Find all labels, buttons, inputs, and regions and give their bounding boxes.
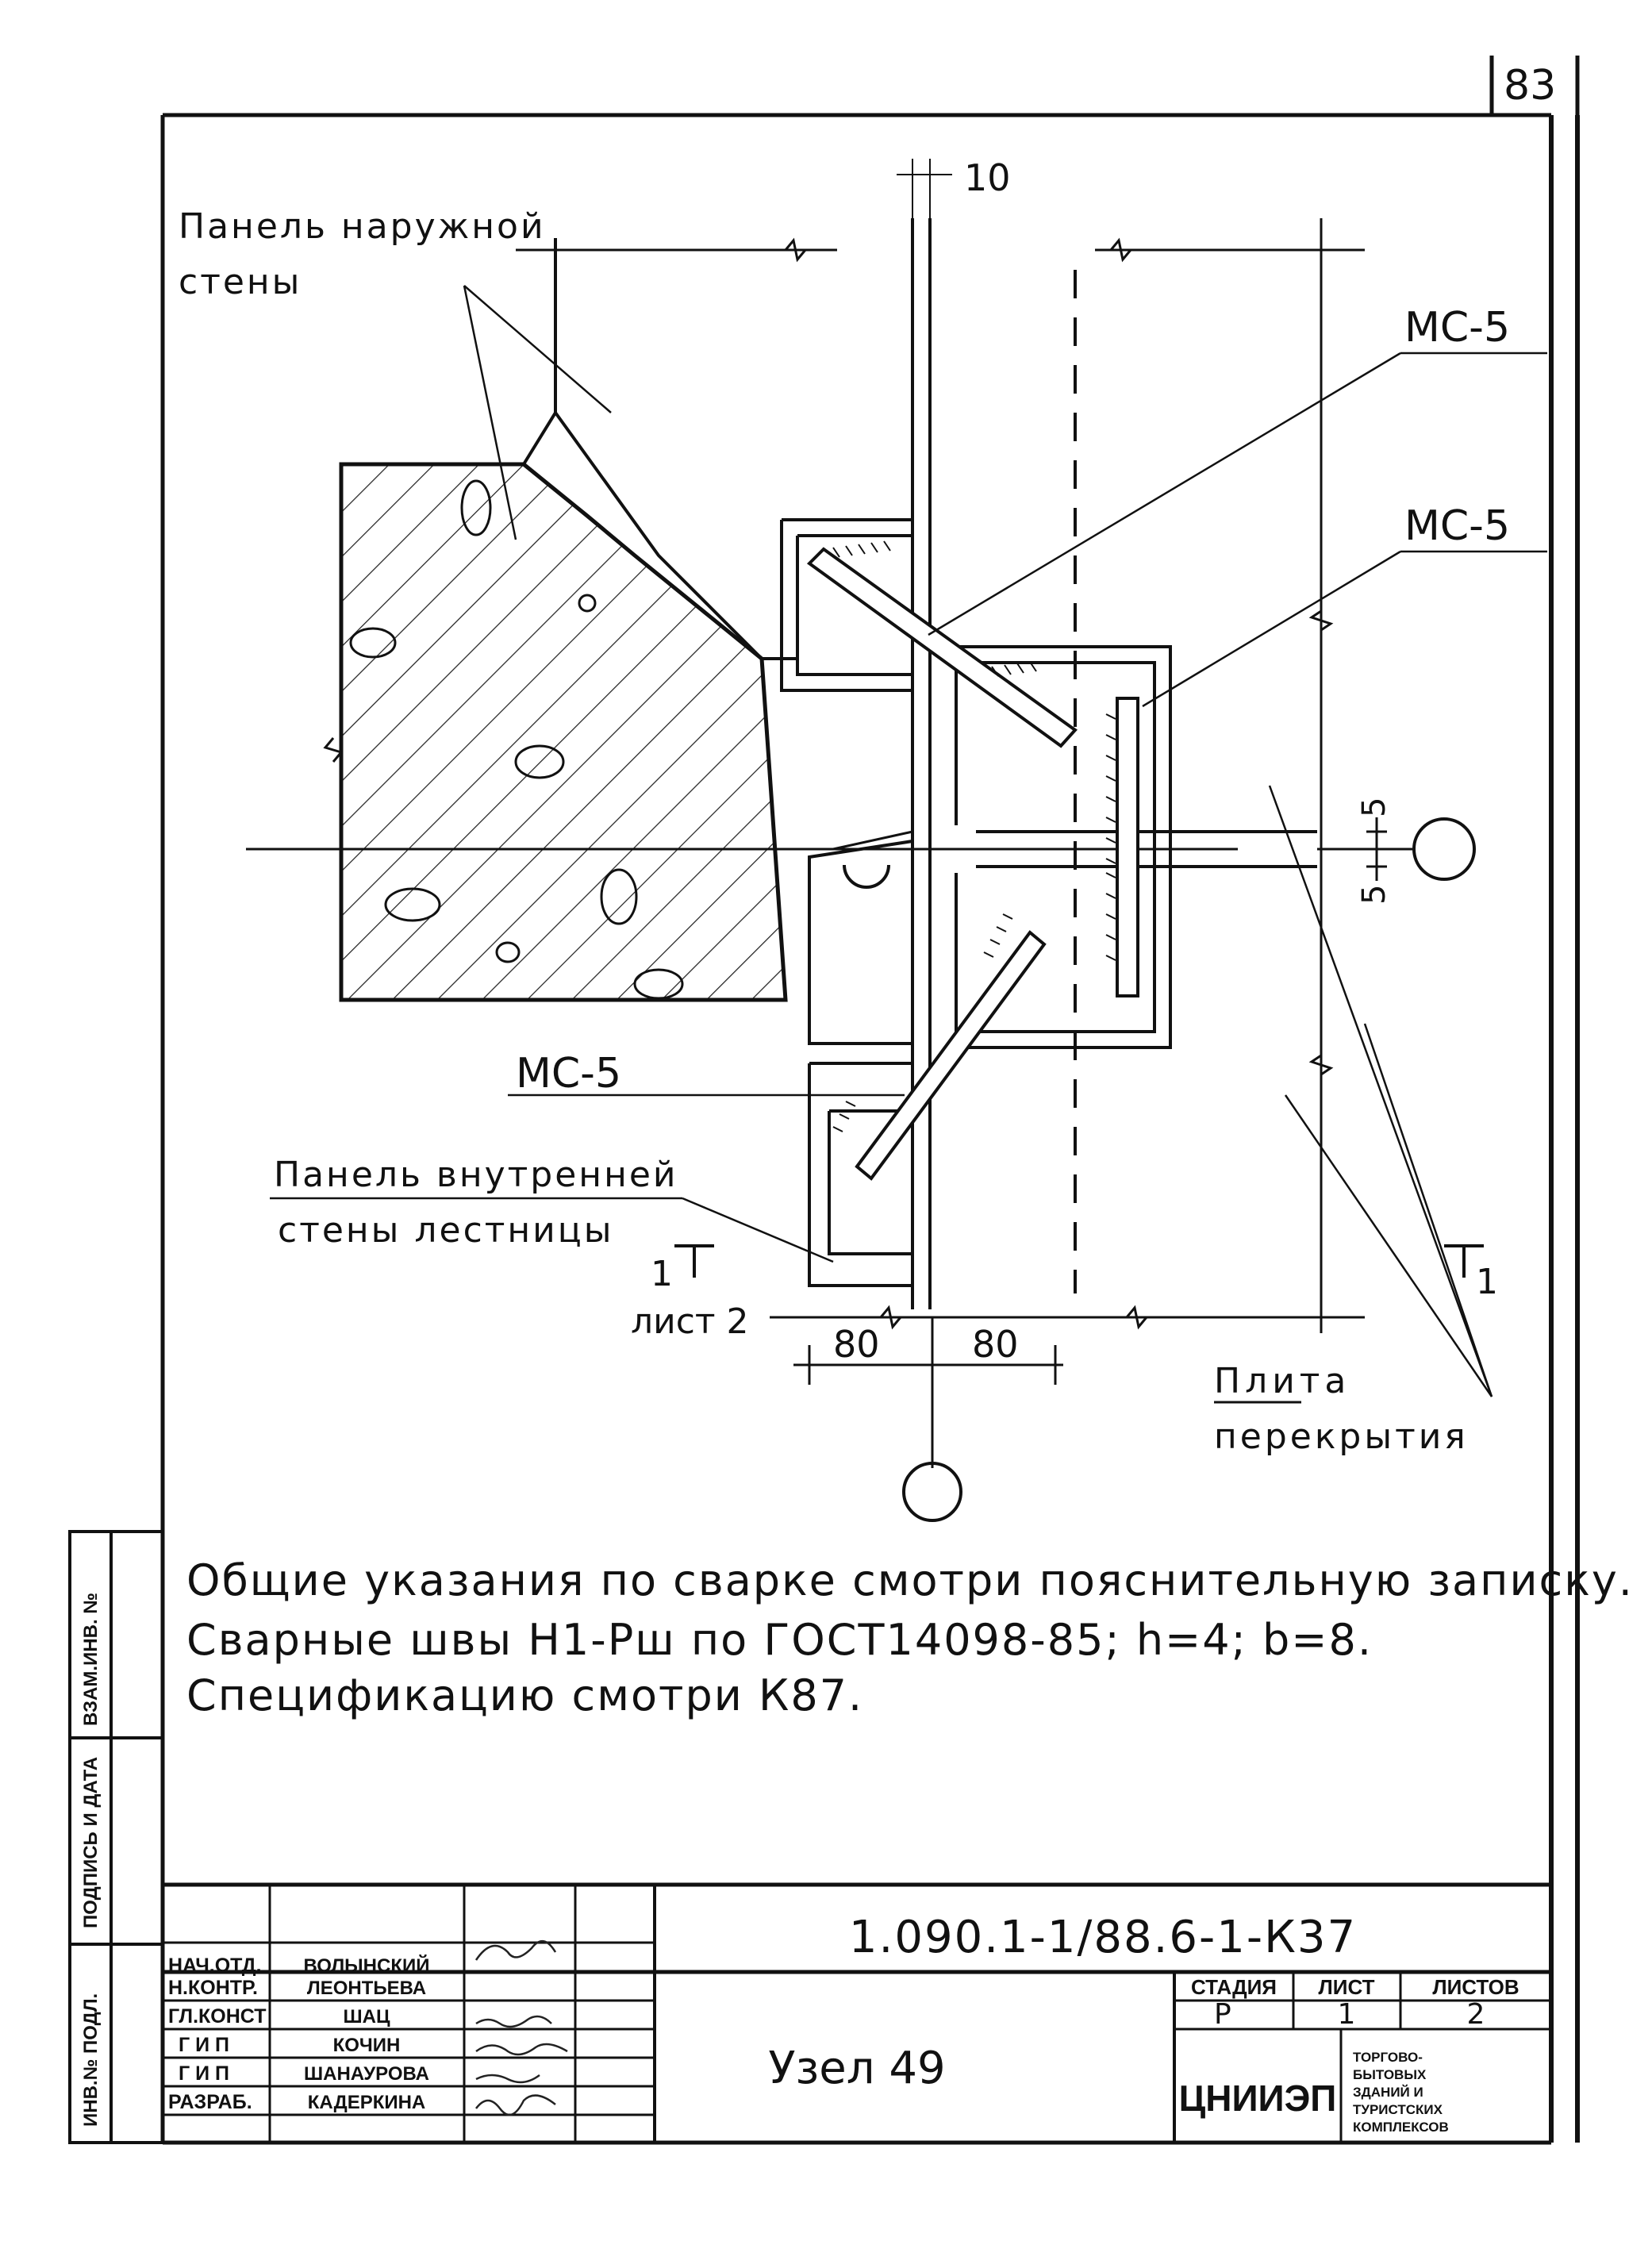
connector-bar-lower [832,913,1047,1181]
connector-bar-vertical [1105,697,1139,997]
inner-panel-label-1: Панель внутренней [274,1155,678,1195]
connector-bar-top [806,540,1078,748]
dim-gap: 10 [964,156,1011,199]
slab-label-2: перекрытия [1214,1416,1469,1457]
role-2: ГЛ.КОНСТ [168,2005,267,2028]
sheet-title: Узел 49 [768,2043,945,2094]
org-desc-2: БЫТОВЫХ [1353,2067,1427,2082]
name-1: ЛЕОНТЬЕВА [307,1978,426,1999]
sheets-value: 2 [1467,1998,1485,2031]
sheet-frame [160,56,1580,2145]
page-number: 83 [1504,62,1556,110]
section-left-sheet: лист 2 [631,1301,749,1342]
outer-panel-label-2: стены [179,262,302,302]
section-left-number: 1 [651,1254,673,1294]
outer-panel-contour [554,411,797,660]
name-3: КОЧИН [333,2035,401,2056]
org-desc-4: ТУРИСТСКИХ [1353,2102,1443,2117]
org-name: ЦНИИЭП [1179,2078,1337,2119]
slab-label-1: Плита [1214,1361,1350,1401]
role-1: Н.КОНТР. [168,1977,258,1999]
org-desc-5: КОМПЛЕКСОВ [1353,2120,1449,2135]
side-stamp-cell-3: ИНВ.№ ПОДЛ. [80,1993,102,2127]
role-5: РАЗРАБ. [168,2091,252,2113]
sheet-value: 1 [1338,1998,1356,2031]
name-5: КАДЕРКИНА [308,2092,426,2113]
dim-right-top: 5 [1356,798,1393,817]
side-stamp [68,1530,164,2144]
mc5-mid-label: МС-5 [1404,502,1510,550]
name-2: ШАЦ [344,2006,390,2028]
stage-value: Р [1214,1998,1231,2031]
embedded-plate-lower [808,839,914,1287]
section-mark-left [674,1244,714,1278]
sheets-header: ЛИСТОВ [1432,1975,1519,1999]
note-line-2: Сварные швы Н1-Рш по ГОСТ14098-85; h=4; … [186,1615,1373,1665]
mc5-top-label: МС-5 [1404,304,1510,352]
embedded-plate-right [955,645,1172,1049]
org-desc-3: ЗДАНИЙ И [1353,2085,1423,2100]
doc-code: 1.090.1-1/88.6-1-К37 [849,1912,1357,1963]
title-block [163,1882,1551,2143]
dim-right: 80 [972,1323,1019,1366]
inner-panel-label-2: стены лестницы [278,1210,613,1251]
role-4: Г И П [179,2062,229,2085]
dimension-80-80 [793,1317,1063,1468]
inner-wall-seam [897,159,952,1309]
dimension-5-5 [1366,817,1387,881]
name-4: ШАНАУРОВА [304,2063,429,2085]
role-3: Г И П [179,2034,229,2056]
sheet-header: ЛИСТ [1319,1975,1375,1999]
outer-wall-concrete [339,462,788,1002]
signatures [474,1940,568,2116]
leader-lines [270,285,1547,1397]
break-mark-left [323,737,344,763]
dim-right-bottom: 5 [1356,885,1393,905]
axis-bubble-bottom [902,1462,962,1522]
joint-notch [843,864,890,889]
dim-left: 80 [833,1323,880,1366]
slab-joint [246,830,1317,868]
section-mark-right [1444,1244,1484,1278]
embedded-plate-upper [780,518,914,692]
stage-header: СТАДИЯ [1191,1975,1277,1999]
note-line-1: Общие указания по сварке смотри поясните… [186,1555,1634,1605]
section-right-number: 1 [1476,1262,1498,1302]
mc5-low-label: МС-5 [516,1050,621,1097]
note-line-3: Спецификацию смотри К87. [186,1670,863,1720]
side-stamp-cell-1: ВЗАМ.ИНВ. № [80,1593,102,1726]
axis-bubble-right [1412,817,1476,881]
name-0: ВОЛЫНСКИЙ [304,1955,430,1977]
org-desc-1: ТОРГОВО- [1353,2050,1423,2065]
role-0: НАЧ.ОТД. [168,1955,262,1977]
side-stamp-cell-2: ПОДПИСЬ И ДАТА [80,1757,102,1928]
outer-panel-label-1: Панель наружной [179,206,546,247]
